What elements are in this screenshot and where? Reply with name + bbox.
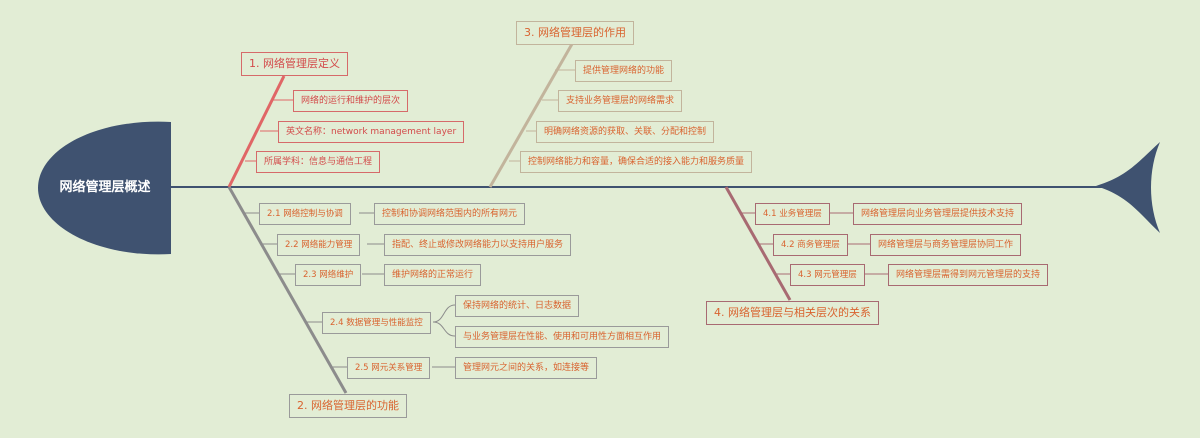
branch3-bone [488, 43, 574, 188]
branch4-sub-0-detail[interactable]: 网络管理层向业务管理层提供技术支持 [853, 203, 1023, 225]
branch2-sub-3[interactable]: 2.4 数据管理与性能监控 [322, 312, 431, 334]
branch4-sub-1-detail[interactable]: 网络管理层与商务管理层协同工作 [870, 234, 1022, 256]
branch4-title[interactable]: 4. 网络管理层与相关层次的关系 [706, 301, 879, 325]
branch2-connectors [244, 212, 456, 368]
branch2-title[interactable]: 2. 网络管理层的功能 [289, 394, 407, 418]
branch1-connectors [245, 99, 293, 162]
fish-head-shape [38, 121, 171, 255]
branch2-sub-4-detail-0[interactable]: 管理网元之间的关系，如连接等 [455, 357, 598, 379]
branch4-sub-2[interactable]: 4.3 网元管理层 [790, 264, 865, 286]
branch2-sub-0-detail-0[interactable]: 控制和协调网络范围内的所有网元 [374, 203, 526, 225]
branch4-sub-1[interactable]: 4.2 商务管理层 [773, 234, 848, 256]
branch1-title[interactable]: 1. 网络管理层定义 [241, 52, 348, 76]
branch3-title[interactable]: 3. 网络管理层的作用 [516, 21, 634, 45]
branch3-connectors [509, 69, 575, 162]
fish-tail-shape [1096, 142, 1160, 233]
root-title: 网络管理层概述 [59, 180, 151, 195]
branch2-sub-1-detail-0[interactable]: 指配、终止或修改网络能力以支持用户服务 [384, 234, 572, 256]
branch4-sub-2-detail[interactable]: 网络管理层需得到网元管理层的支持 [888, 264, 1049, 286]
branch3-item-0[interactable]: 提供管理网络的功能 [575, 60, 673, 82]
branch2-sub-2[interactable]: 2.3 网络维护 [295, 264, 362, 286]
branch2-sub-2-detail-0[interactable]: 维护网络的正常运行 [384, 264, 482, 286]
branch2-sub-3-detail-1[interactable]: 与业务管理层在性能、使用和可用性方面相互作用 [455, 326, 670, 348]
branch3-item-1[interactable]: 支持业务管理层的网络需求 [558, 90, 683, 112]
branch1-item-1[interactable]: 英文名称：network management layer [278, 121, 465, 143]
branch1-item-0[interactable]: 网络的运行和维护的层次 [293, 90, 409, 112]
branch2-sub-4[interactable]: 2.5 网元关系管理 [347, 357, 431, 379]
branch3-item-2[interactable]: 明确网络资源的获取、关联、分配和控制 [536, 121, 715, 143]
branch1-item-2[interactable]: 所属学科：信息与通信工程 [256, 151, 381, 173]
branch2-sub-1[interactable]: 2.2 网络能力管理 [277, 234, 361, 256]
branch3-item-3[interactable]: 控制网络能力和容量，确保合适的接入能力和服务质量 [520, 151, 753, 173]
branch2-sub-0[interactable]: 2.1 网络控制与协调 [259, 203, 351, 225]
branch2-bone [227, 186, 348, 394]
branch2-sub-3-detail-0[interactable]: 保持网络的统计、日志数据 [455, 295, 580, 317]
branch1-bone [227, 75, 286, 188]
branch4-sub-0[interactable]: 4.1 业务管理层 [755, 203, 830, 225]
branch4-connectors [741, 212, 888, 275]
